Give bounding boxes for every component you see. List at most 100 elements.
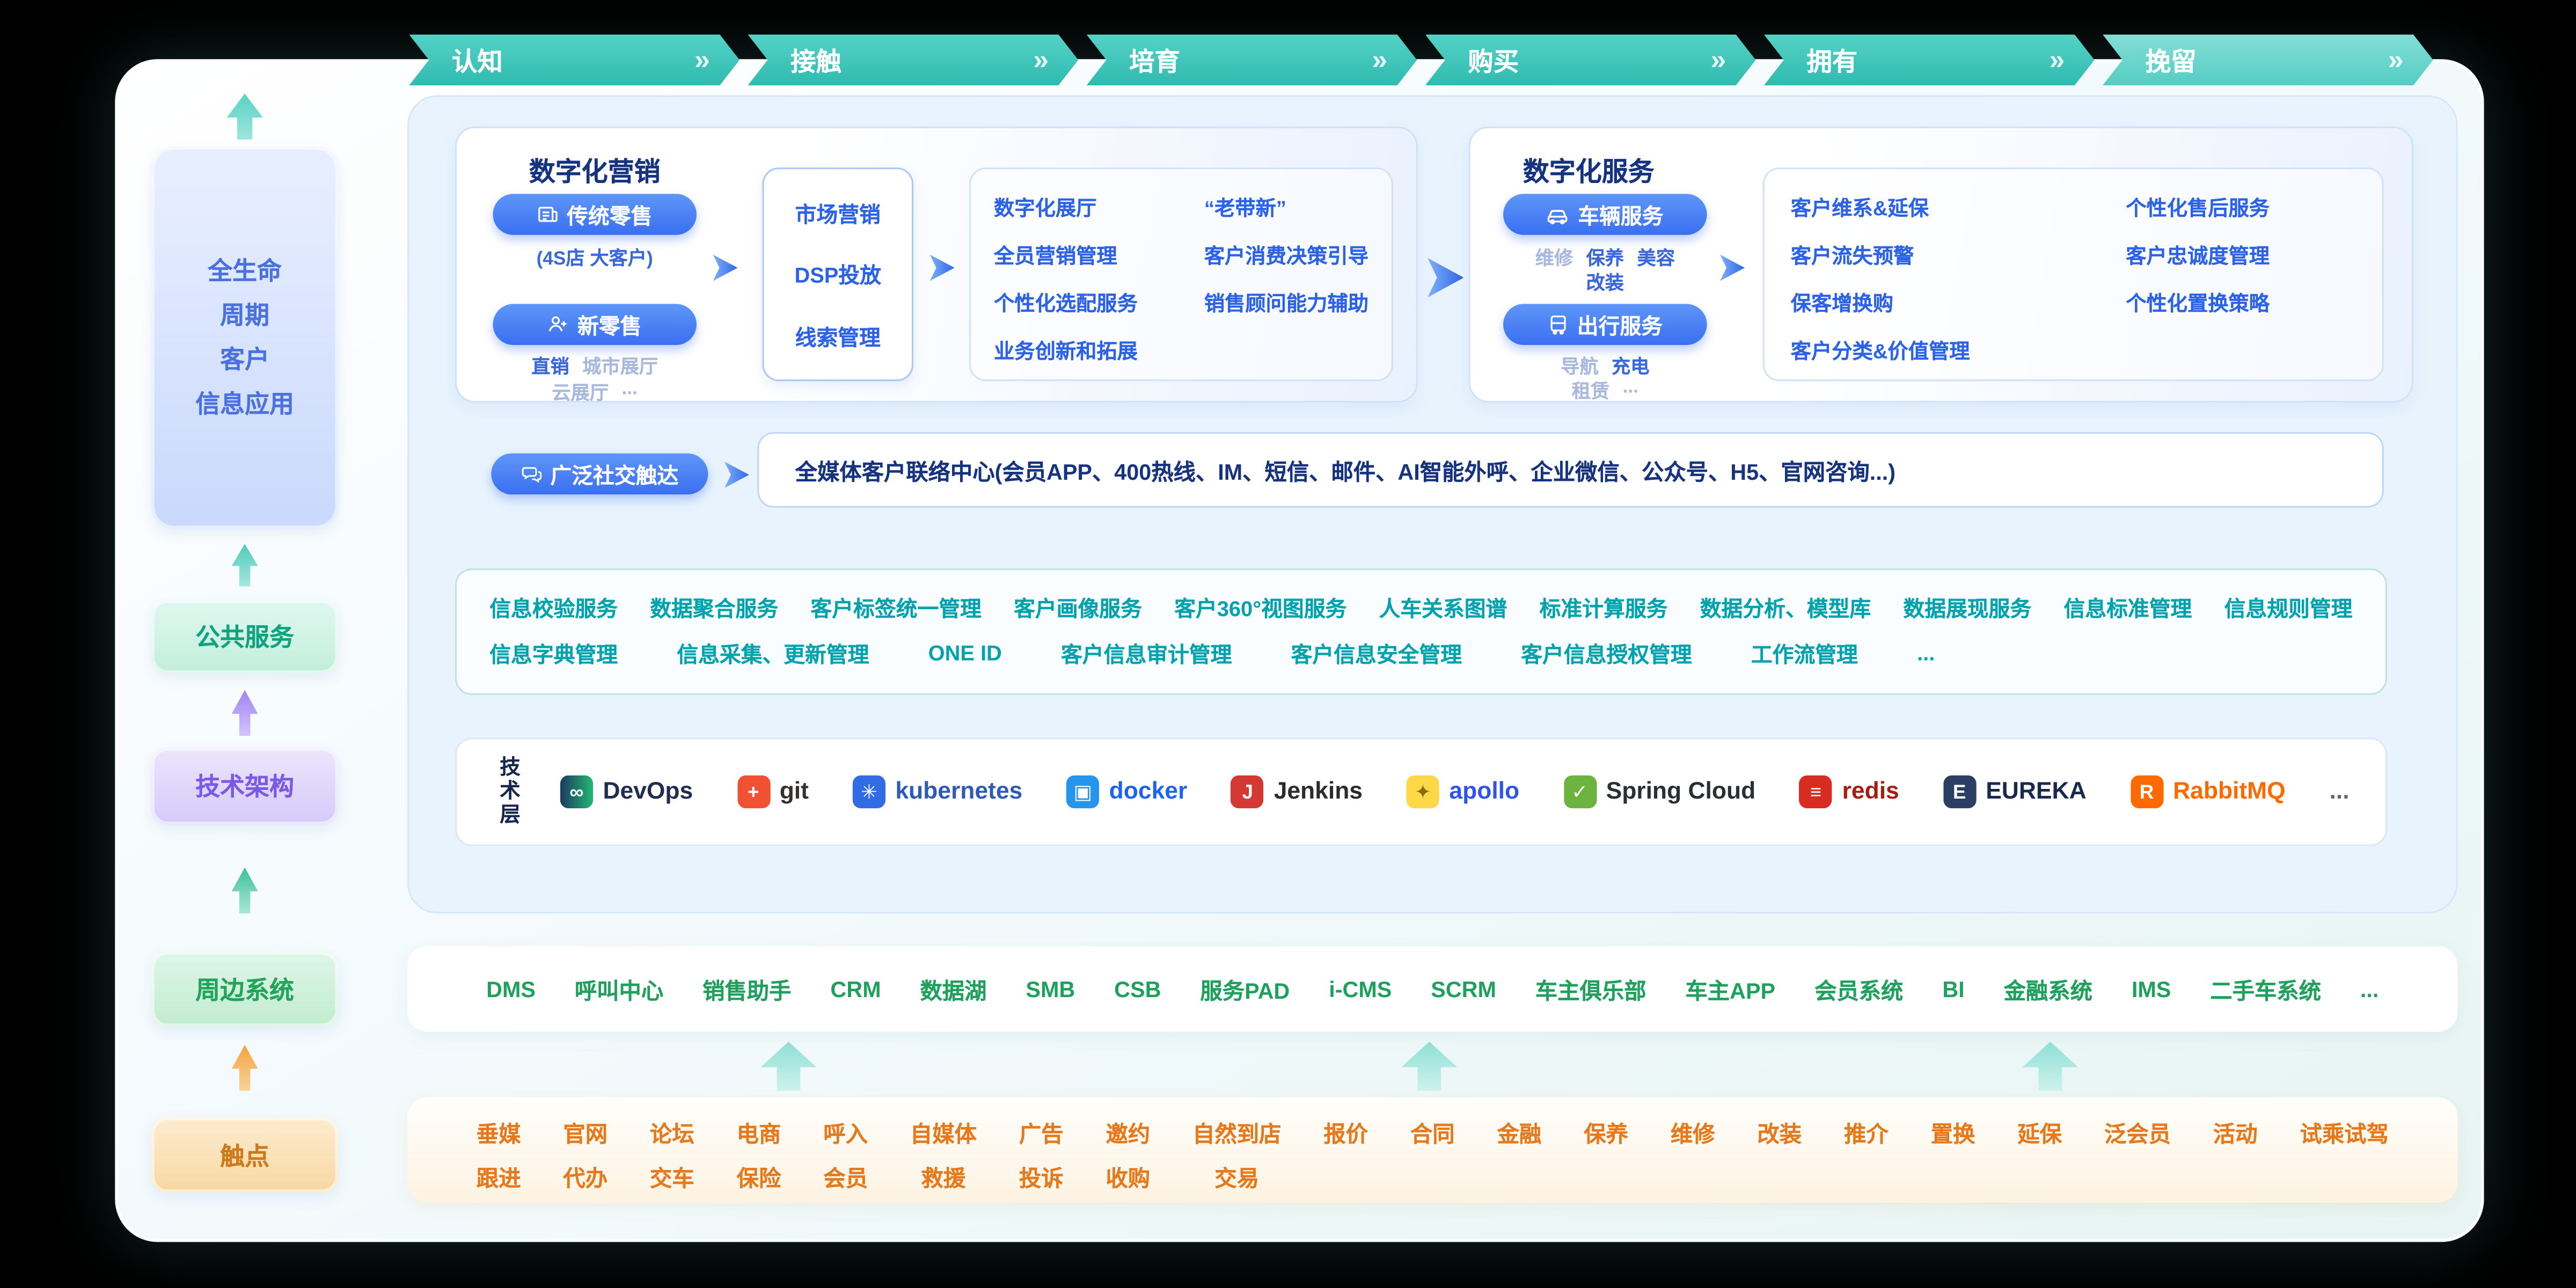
touchpoint-item: 保养 bbox=[1584, 1122, 1628, 1147]
public-service-item: 客户信息授权管理 bbox=[1521, 642, 1692, 667]
tech-logo: E EUREKA bbox=[1943, 775, 2087, 809]
public-service-item: 人车关系图谱 bbox=[1379, 596, 1507, 621]
traditional-retail-button[interactable]: 传统零售 bbox=[493, 194, 697, 235]
vehicle-service-label: 车辆服务 bbox=[1578, 203, 1664, 229]
touchpoint-item: 维修 bbox=[1670, 1122, 1715, 1147]
services-capabilities-box: 客户维系&延保客户流失预警保客增换购客户分类&价值管理 个性化售后服务客户忠诚度… bbox=[1762, 167, 2384, 382]
travel-service-button[interactable]: 出行服务 bbox=[1503, 304, 1707, 345]
travel-service-label: 出行服务 bbox=[1577, 313, 1663, 339]
right-arrow-icon bbox=[713, 254, 738, 281]
peripheral-system-item: 车主APP bbox=[1685, 979, 1776, 1004]
sub-label: ... bbox=[1622, 378, 1638, 398]
omnichannel-contact-text: 全媒体客户联络中心(会员APP、400热线、IM、短信、邮件、AI智能外呼、企业… bbox=[795, 460, 1896, 485]
marketing-capability-col2: “老带新”客户消费决策引导销售顾问能力辅助 bbox=[1204, 169, 1368, 379]
journey-stage[interactable]: 购买 » bbox=[1425, 34, 1756, 86]
touchpoint-item: 试乘试驾 bbox=[2300, 1122, 2389, 1147]
tech-logo-name: RabbitMQ bbox=[2173, 779, 2286, 805]
travel-sub-line2: 租赁... bbox=[1503, 378, 1707, 404]
services-capability-col1: 客户维系&延保客户流失预警保客增换购客户分类&价值管理 bbox=[1791, 169, 2126, 379]
touchpoint-item: 交易 bbox=[1214, 1166, 1260, 1191]
tech-logo-name: ... bbox=[2329, 779, 2350, 805]
touchpoint-item: 置换 bbox=[1930, 1122, 1975, 1147]
sub-label: 保养 bbox=[1586, 250, 1624, 270]
right-arrow-icon bbox=[930, 254, 955, 281]
omnichannel-contact-box: 全媒体客户联络中心(会员APP、400热线、IM、短信、邮件、AI智能外呼、企业… bbox=[757, 432, 2384, 508]
touchpoint-item: 垂媒 bbox=[476, 1122, 521, 1147]
touchpoint-item: 代办 bbox=[563, 1166, 608, 1191]
journey-stage[interactable]: 拥有 » bbox=[1763, 34, 2095, 86]
public-service-item: 数据聚合服务 bbox=[650, 596, 779, 621]
traditional-retail-label: 传统零售 bbox=[567, 203, 653, 229]
peripheral-system-item: 车主俱乐部 bbox=[1535, 979, 1646, 1004]
public-service-item: 数据分析、模型库 bbox=[1700, 596, 1871, 621]
traditional-retail-sub: (4S店 大客户) bbox=[536, 250, 653, 270]
touchpoint-item: 广告 bbox=[1019, 1122, 1064, 1147]
journey-stage-label: 培育 bbox=[1129, 48, 1181, 77]
peripheral-system-item: 服务PAD bbox=[1200, 979, 1290, 1004]
tech-logo: ≡ redis bbox=[1799, 775, 1899, 809]
public-service-item: 工作流管理 bbox=[1751, 642, 1858, 667]
touchpoints-box: 垂媒官网论坛电商呼入自媒体广告邀约自然到店报价合同金融保养维修改装推介置换延保泛… bbox=[407, 1097, 2458, 1203]
touchpoint-item: 金融 bbox=[1497, 1122, 1542, 1147]
touchpoint-item: 呼入 bbox=[823, 1122, 868, 1147]
newspaper-icon bbox=[538, 207, 558, 222]
journey-stage-label: 接触 bbox=[790, 48, 841, 77]
tech-logo-name: EUREKA bbox=[1986, 779, 2087, 805]
public-services-row1: 信息校验服务数据聚合服务客户标签统一管理客户画像服务客户360°视图服务人车关系… bbox=[489, 591, 2352, 623]
touchpoint-item: 收购 bbox=[1106, 1166, 1151, 1191]
sidebar-lifecycle-box: 全生命 周期 客户 信息应用 bbox=[151, 146, 339, 529]
public-service-item: 数据展现服务 bbox=[1903, 596, 2032, 621]
journey-stage[interactable]: 挽留 » bbox=[2102, 34, 2433, 86]
tech-logo-icon: R bbox=[2130, 775, 2163, 809]
touchpoint-item: 报价 bbox=[1323, 1122, 1368, 1147]
services-capability-col2: 个性化售后服务客户忠诚度管理个性化置换策略 bbox=[2126, 169, 2270, 379]
new-retail-sub-line1: 直销城市展厅 bbox=[493, 353, 697, 379]
sidebar-touchpoints: 触点 bbox=[151, 1117, 339, 1193]
capability-item: 客户维系&延保 bbox=[1790, 197, 1929, 221]
journey-stage[interactable]: 认知 » bbox=[409, 34, 740, 86]
sub-label: 维修 bbox=[1535, 250, 1574, 270]
new-retail-button[interactable]: 新零售 bbox=[493, 304, 697, 345]
sidebar-public-services: 公共服务 bbox=[151, 599, 339, 674]
public-service-item: 标准计算服务 bbox=[1539, 596, 1668, 621]
peripheral-system-item: 会员系统 bbox=[1814, 979, 1904, 1004]
tech-logo: ✓ Spring Cloud bbox=[1563, 775, 1756, 809]
digital-services-title: 数字化服务 bbox=[1523, 159, 1655, 187]
tech-logo: ▣ docker bbox=[1066, 775, 1187, 809]
touchpoints-grid: 垂媒官网论坛电商呼入自媒体广告邀约自然到店报价合同金融保养维修改装推介置换延保泛… bbox=[477, 1116, 2389, 1193]
peripheral-system-item: 数据湖 bbox=[920, 979, 987, 1004]
new-retail-label: 新零售 bbox=[577, 313, 642, 339]
vehicle-service-button[interactable]: 车辆服务 bbox=[1503, 194, 1707, 235]
peripheral-system-item: 呼叫中心 bbox=[574, 979, 664, 1004]
public-service-item: 客户标签统一管理 bbox=[810, 596, 982, 621]
tech-logo-icon: ▣ bbox=[1066, 775, 1100, 809]
social-reach-button[interactable]: 广泛社交触达 bbox=[491, 453, 708, 495]
touchpoint-item: 推介 bbox=[1844, 1122, 1889, 1147]
chevron-right-icon: » bbox=[1710, 43, 1726, 75]
sub-label: 云展厅 bbox=[552, 384, 609, 405]
capability-item: 客户分类&价值管理 bbox=[1790, 340, 1970, 363]
funnel-item: DSP投放 bbox=[794, 264, 881, 289]
sub-label: 美容 bbox=[1637, 250, 1675, 270]
tech-logo-icon: ✓ bbox=[1563, 775, 1597, 809]
sidebar-peripheral-systems: 周边系统 bbox=[151, 951, 339, 1027]
tech-logo-icon: E bbox=[1943, 775, 1976, 809]
new-retail-sub-line2: 云展厅... bbox=[493, 379, 697, 406]
journey-stage[interactable]: 培育 » bbox=[1086, 34, 1417, 86]
travel-sub-line1: 导航充电 bbox=[1503, 353, 1707, 379]
touchpoint-item: 自然到店 bbox=[1192, 1122, 1282, 1147]
car-icon bbox=[1548, 209, 1568, 224]
tech-logo-name: Spring Cloud bbox=[1606, 779, 1756, 805]
public-service-item: 客户360°视图服务 bbox=[1174, 596, 1347, 621]
touchpoint-item: 活动 bbox=[2213, 1122, 2258, 1147]
vehicle-sub-line1: 维修保养美容 bbox=[1503, 245, 1707, 271]
journey-stage[interactable]: 接触 » bbox=[748, 34, 1079, 86]
sub-label: ... bbox=[621, 379, 638, 399]
tech-logo: ✳ kubernetes bbox=[852, 775, 1022, 809]
public-service-item: 信息采集、更新管理 bbox=[677, 642, 869, 667]
tech-logo-name: Jenkins bbox=[1274, 779, 1363, 805]
marketing-capabilities-box: 数字化展厅全员营销管理个性化选配服务业务创新和拓展 “老带新”客户消费决策引导销… bbox=[969, 167, 1393, 382]
capability-item: 全员营销管理 bbox=[994, 245, 1117, 268]
